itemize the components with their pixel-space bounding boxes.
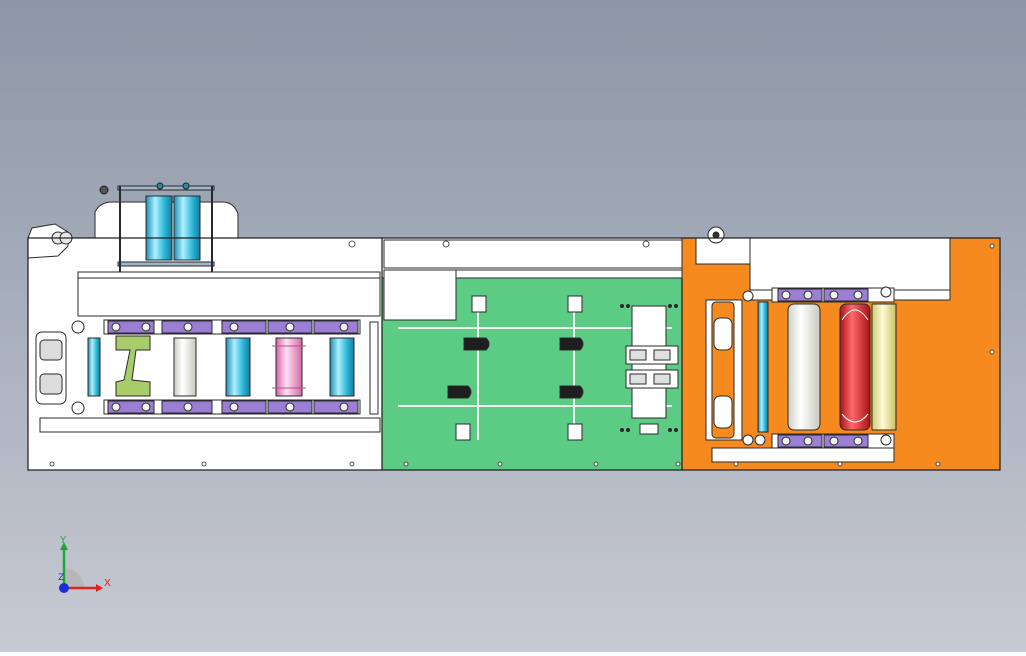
left-roller-stations (87, 319, 379, 415)
right-red-roller (839, 303, 871, 431)
left-pink-roller (275, 337, 303, 397)
section-dividers (27, 237, 1001, 471)
z-axis-label: Z (58, 573, 64, 583)
right-orange-section (681, 226, 1001, 471)
left-cyan-roller-2 (225, 337, 251, 397)
left-frame-section (27, 201, 383, 471)
x-axis-label: X (104, 578, 111, 589)
hood-roller-assembly (99, 182, 215, 272)
left-cyan-roller-1 (87, 337, 101, 397)
coordinate-triad: Y X Z (58, 535, 111, 593)
hood-cyan-roller-1 (145, 195, 173, 261)
middle-green-section (381, 237, 697, 471)
right-cyan-roller (757, 301, 769, 433)
right-white-roller (787, 303, 821, 431)
left-green-blocks (115, 335, 151, 397)
fastener-dots (49, 240, 995, 467)
right-yellow-roller (871, 303, 897, 431)
y-axis-label: Y (59, 535, 67, 546)
z-axis-marker (59, 583, 69, 593)
left-white-roller (173, 337, 197, 397)
hood-cyan-roller-2 (173, 195, 201, 261)
left-cyan-roller-3 (329, 337, 355, 397)
